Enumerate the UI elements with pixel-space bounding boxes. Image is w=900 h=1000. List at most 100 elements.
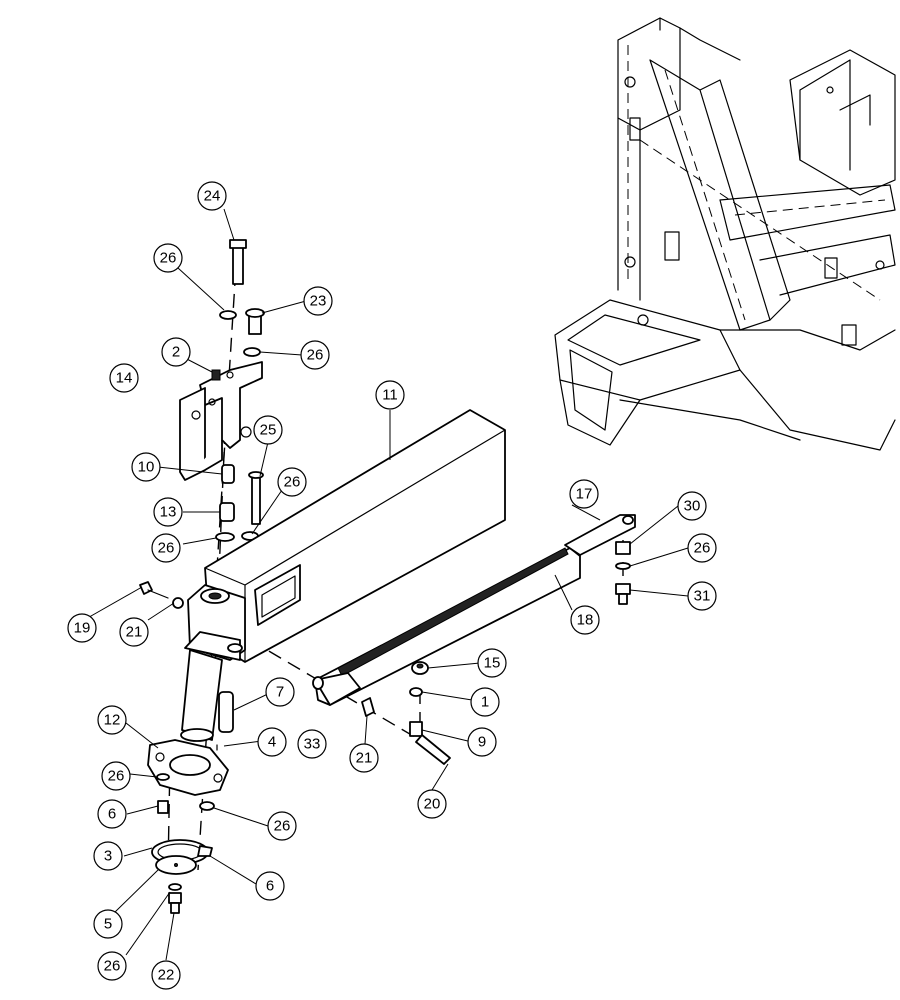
bushing-10 (221, 464, 235, 484)
callout-number: 20 (424, 796, 441, 813)
callout-6: 6 (97, 799, 127, 829)
callout-number: 26 (158, 540, 175, 557)
callout-number: 4 (268, 734, 276, 751)
nut-6-left (157, 800, 169, 814)
washer-26-right (199, 801, 215, 811)
callout-circle (569, 479, 599, 509)
callout-number: 17 (576, 486, 593, 503)
callout-circle (687, 533, 717, 563)
callout-number: 26 (108, 768, 125, 785)
callout-number: 30 (684, 498, 701, 515)
callout-19: 19 (67, 613, 97, 643)
callout-circle (267, 811, 297, 841)
callout-23: 23 (303, 286, 333, 316)
callout-21: 21 (119, 617, 149, 647)
callout-number: 6 (266, 878, 274, 895)
bolt-23 (245, 308, 265, 335)
callout-circle (257, 727, 287, 757)
callout-circle (101, 761, 131, 791)
callout-number: 26 (274, 818, 291, 835)
callout-17: 17 (569, 479, 599, 509)
callout-circle (93, 841, 123, 871)
callout-number: 33 (304, 736, 321, 753)
callout-circle (470, 687, 500, 717)
callout-11: 11 (375, 380, 405, 410)
bolt-22 (168, 892, 182, 914)
callout-number: 19 (74, 620, 91, 637)
spacer-30 (615, 541, 631, 555)
callout-circle (375, 380, 405, 410)
callout-circle (119, 617, 149, 647)
washer-26-left (156, 773, 170, 781)
callout-5: 5 (93, 909, 123, 939)
callout-number: 21 (356, 750, 373, 767)
callout-9: 9 (467, 727, 497, 757)
callout-number: 11 (382, 387, 398, 404)
callout-circle (349, 743, 379, 773)
callout-number: 15 (484, 655, 501, 672)
leader-lines (83, 208, 689, 961)
callout-13: 13 (153, 497, 183, 527)
callout-circle (570, 605, 600, 635)
callout-20: 20 (417, 789, 447, 819)
callout-circle (253, 415, 283, 445)
callout-circle (131, 452, 161, 482)
callout-circle (277, 467, 307, 497)
bolt-31 (615, 583, 631, 605)
bolt-25 (241, 471, 264, 541)
callout-number: 31 (694, 588, 711, 605)
tractor-frame-assembly (554, 17, 896, 451)
callout-number: 1 (481, 694, 489, 711)
callout-number: 22 (158, 967, 175, 984)
link-bar-17 (564, 514, 636, 556)
callout-21: 21 (349, 743, 379, 773)
callout-circle (153, 243, 183, 273)
callout-circle (151, 533, 181, 563)
callout-14: 14 (109, 363, 139, 393)
callout-26: 26 (151, 533, 181, 563)
callout-circle (300, 340, 330, 370)
callout-circle (255, 871, 285, 901)
washer-26-right-bar (615, 562, 631, 570)
callout-24: 24 (197, 181, 227, 211)
callout-number: 5 (104, 916, 112, 933)
callout-26: 26 (97, 951, 127, 981)
callout-33: 33 (297, 729, 327, 759)
callout-circle (97, 705, 127, 735)
washer-26-upper (219, 310, 237, 320)
callout-circle (197, 181, 227, 211)
callout-number: 26 (307, 347, 324, 364)
callout-number: 7 (276, 684, 284, 701)
callout-31: 31 (687, 581, 717, 611)
callout-1: 1 (470, 687, 500, 717)
washer-26-mid (215, 532, 235, 542)
callout-26: 26 (267, 811, 297, 841)
callout-circle (93, 909, 123, 939)
callout-number: 13 (160, 504, 177, 521)
callout-circle (97, 951, 127, 981)
callout-circle (477, 648, 507, 678)
nut-15 (411, 661, 429, 675)
callout-number: 12 (104, 712, 121, 729)
callout-25: 25 (253, 415, 283, 445)
flange-12 (147, 739, 229, 796)
telescoping-bar-18 (312, 547, 581, 706)
callout-circle (161, 337, 191, 367)
callout-circle (687, 581, 717, 611)
pin-7 (218, 691, 234, 733)
callout-2: 2 (161, 337, 191, 367)
washer-1 (409, 687, 423, 697)
pivot-housing (184, 584, 246, 661)
callout-circle (303, 286, 333, 316)
callout-number: 10 (138, 459, 155, 476)
callout-30: 30 (677, 491, 707, 521)
pin-9 (409, 721, 423, 737)
callout-26: 26 (101, 761, 131, 791)
washer-26-upper-right (243, 347, 261, 357)
callout-number: 25 (260, 422, 277, 439)
callout-circle (265, 677, 295, 707)
callout-22: 22 (151, 960, 181, 990)
callout-number: 26 (160, 250, 177, 267)
callout-circle (297, 729, 327, 759)
